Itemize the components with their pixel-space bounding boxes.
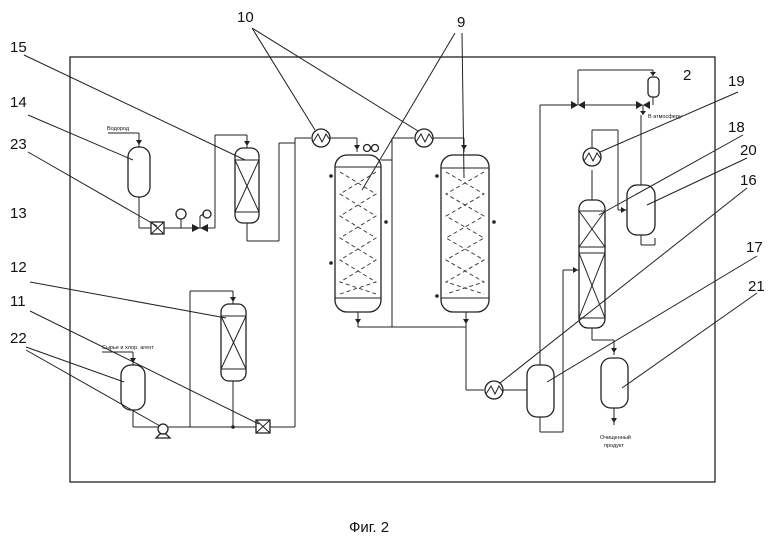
reactor-outlet-line xyxy=(466,327,484,390)
feed-tank-11 xyxy=(102,352,158,427)
adsorber-13 xyxy=(190,291,246,429)
vent-filter-2 xyxy=(648,77,659,97)
figure-caption: Фиг. 2 xyxy=(349,519,389,536)
label-23: 23 xyxy=(10,136,27,153)
label-17: 17 xyxy=(746,239,763,256)
label-22: 22 xyxy=(10,330,27,347)
vent-valve-icon xyxy=(571,101,578,109)
product-label-line1: Очищенный xyxy=(600,434,631,441)
product-tank-21 xyxy=(601,358,628,425)
label-20: 20 xyxy=(740,142,757,159)
label-18: 18 xyxy=(728,119,745,136)
feed-pump-22 xyxy=(156,424,233,438)
reactor-9-a xyxy=(329,145,388,328)
control-valve-icon xyxy=(192,224,200,232)
vent-line xyxy=(540,70,659,115)
adsorber-15 xyxy=(235,143,279,241)
label-19: 19 xyxy=(728,73,745,90)
hydrogen-line xyxy=(139,135,250,234)
label-13: 13 xyxy=(10,205,27,222)
reactor-9-b xyxy=(435,155,496,327)
temperature-sensor-icon xyxy=(364,145,371,152)
flow-meter-icon xyxy=(203,210,211,218)
label-2: 2 xyxy=(683,67,691,84)
label-16: 16 xyxy=(740,172,757,189)
hydrogen-label: Водород xyxy=(107,126,130,132)
hydrogen-receiver-14 xyxy=(108,133,150,210)
label-11: 11 xyxy=(10,293,26,310)
label-10: 10 xyxy=(237,9,254,26)
separator-17 xyxy=(527,105,579,432)
heater-10-a xyxy=(312,129,360,152)
label-21: 21 xyxy=(748,278,765,295)
pressure-gauge-icon xyxy=(176,209,186,219)
label-9: 9 xyxy=(457,14,465,31)
column-18 xyxy=(579,170,617,355)
cooler-16 xyxy=(485,381,527,399)
label-12: 12 xyxy=(10,259,27,276)
label-15: 15 xyxy=(10,39,27,56)
label-14: 14 xyxy=(10,94,27,111)
product-label-line2: продукт xyxy=(604,443,624,449)
heater-10-b xyxy=(415,129,467,152)
